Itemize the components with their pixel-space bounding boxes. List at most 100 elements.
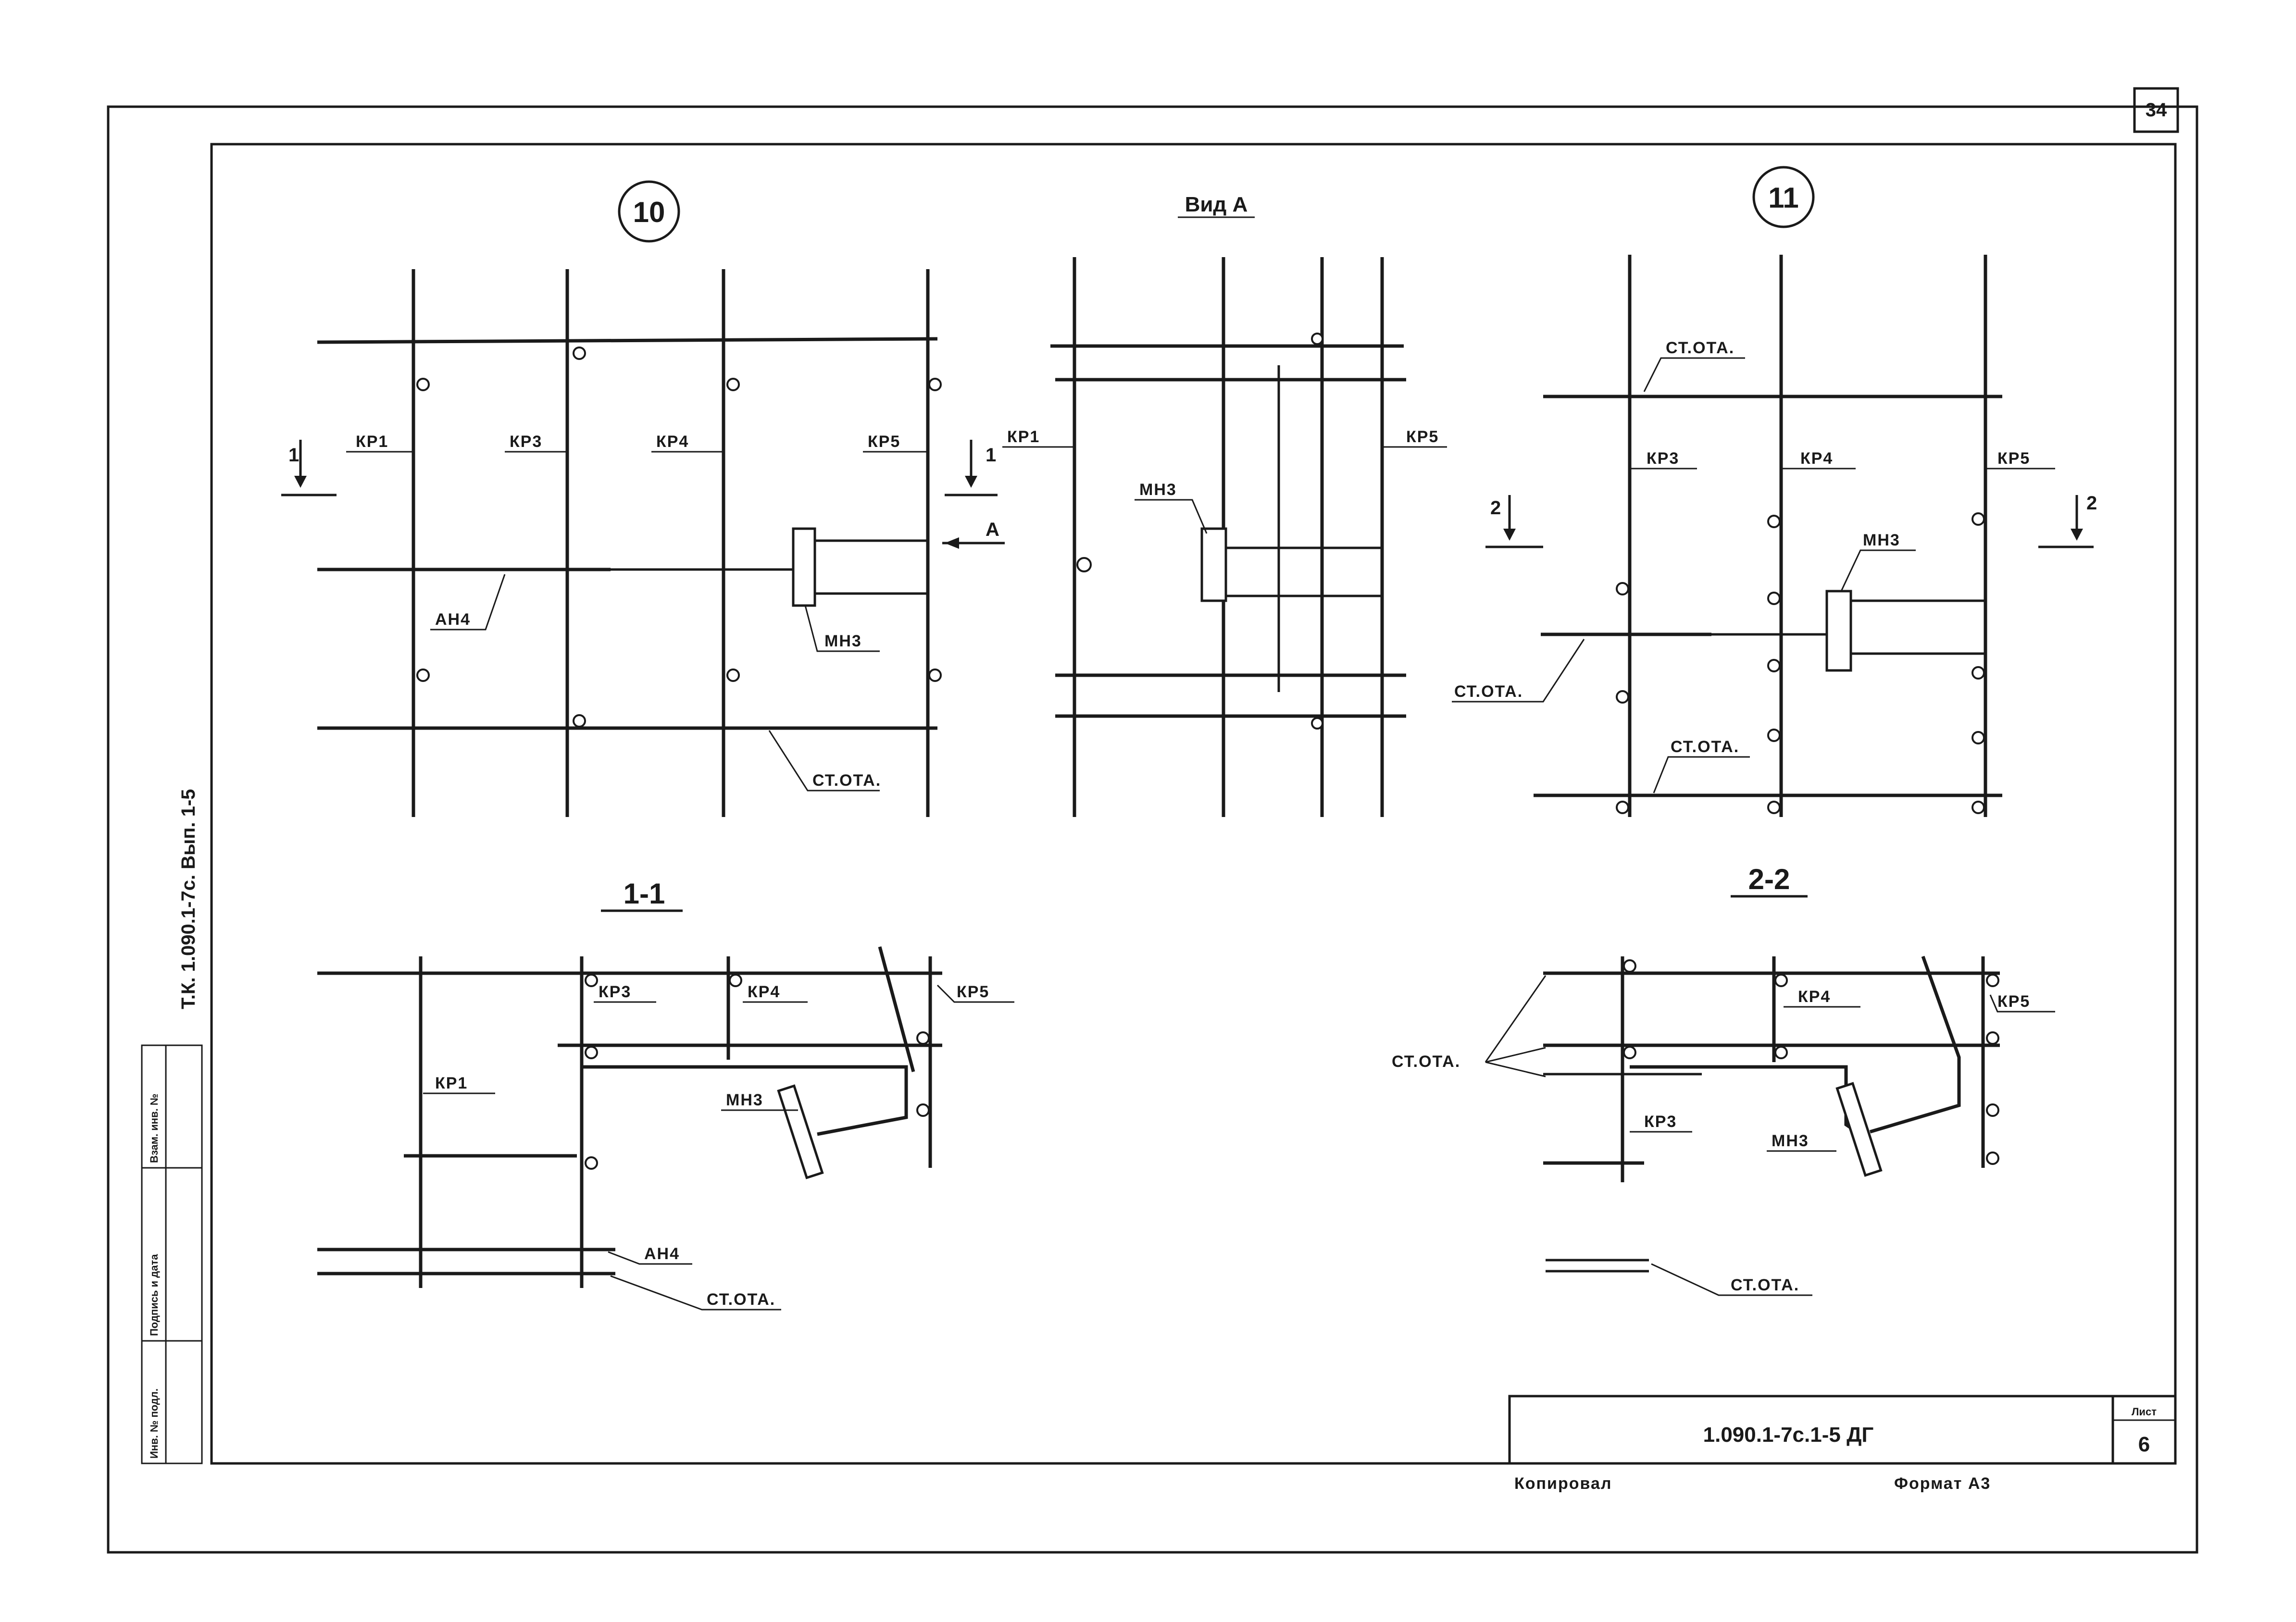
knot (1616, 801, 1629, 814)
knot (1623, 959, 1636, 973)
label-mn3: МН3 (824, 632, 862, 650)
page-number-box (2133, 87, 2179, 133)
knot (585, 974, 598, 987)
label-kr4: КР4 (1800, 449, 1833, 468)
knot (1616, 690, 1629, 704)
node-10-plan: 10 КР1 КР3 КР4 КР5 АН4 МН3 (281, 180, 1005, 817)
stamp-inv: Инв. № подл. (148, 1388, 160, 1459)
section-2-label-kr5: КР5 (1997, 992, 2030, 1011)
knot (1986, 974, 1999, 987)
label-kr5: КР5 (868, 433, 900, 451)
section-1-title: 1-1 (624, 878, 665, 910)
label-st-ota-left: СТ.ОТА. (1454, 682, 1523, 701)
sheet-number: 6 (2138, 1433, 2150, 1456)
view-arrow-a: А (986, 519, 999, 540)
side-title: Т.К. 1.090.1-7с. Вып. 1-5 (178, 789, 199, 1009)
left-stamp-block: Инв. № подл. Подпись и дата Взам. инв. № (141, 1044, 203, 1464)
section-2-label-st-ota: СТ.ОТА. (1392, 1052, 1460, 1071)
knot (1311, 333, 1323, 345)
section-2-label-st-ota-bottom: СТ.ОТА. (1731, 1276, 1799, 1294)
knot (1972, 666, 1985, 680)
label-kr4: КР4 (656, 433, 689, 451)
knot (916, 1031, 930, 1045)
section-1-label-kr5: КР5 (957, 983, 989, 1001)
section-1-1: 1-1 КР3 КР4 КР5 КР1 МН3 АН4 СТ.ОТА. (317, 878, 1014, 1311)
knot (585, 1046, 598, 1059)
embedded-plate-mn3 (1835, 1082, 1883, 1177)
knot (585, 1156, 598, 1170)
knot (1972, 512, 1985, 526)
knot (726, 378, 740, 391)
knot (1767, 729, 1781, 742)
section-2-label-kr4: КР4 (1798, 988, 1831, 1006)
knot (573, 347, 586, 360)
embedded-plate-mn3 (1200, 527, 1227, 602)
section-2-label-mn3: МН3 (1772, 1132, 1809, 1150)
label-an4: АН4 (435, 610, 471, 629)
view-a-label-kr5: КР5 (1406, 428, 1439, 446)
section-2-label-kr3: КР3 (1644, 1113, 1677, 1131)
document-code: 1.090.1-7с.1-5 ДГ (1703, 1423, 1874, 1447)
knot (1767, 659, 1781, 672)
label-st-ota: СТ.ОТА. (812, 771, 881, 790)
node-10-number: 10 (633, 196, 665, 228)
stamp-replacement: Взам. инв. № (148, 1094, 160, 1163)
stamp-signature: Подпись и дата (148, 1254, 160, 1336)
knot (1774, 1046, 1788, 1059)
bar-top (317, 337, 938, 344)
label-kr1: КР1 (356, 433, 388, 451)
view-a-label-kr1: КР1 (1007, 428, 1040, 446)
embedded-plate-mn3 (792, 527, 816, 607)
knot (416, 669, 430, 682)
knot (1076, 557, 1092, 572)
knot (1986, 1103, 1999, 1117)
label-st-ota-bottom: СТ.ОТА. (1671, 738, 1739, 756)
knot (1311, 717, 1323, 730)
section-1-label-kr4: КР4 (748, 983, 780, 1001)
inner-border (210, 143, 2177, 1465)
embedded-plate-mn3 (1825, 590, 1852, 672)
view-a: Вид А КР1 КР5 МН3 (1002, 193, 1447, 817)
knot (1767, 515, 1781, 528)
knot (1986, 1151, 1999, 1165)
knot (1623, 1046, 1636, 1059)
cut-1-right: 1 (986, 445, 996, 466)
label-kr3: КР3 (1647, 449, 1679, 468)
knot (726, 669, 740, 682)
node-11-marker (1752, 166, 1815, 228)
node-11-number: 11 (1768, 182, 1798, 214)
knot (1767, 592, 1781, 605)
section-2-2: 2-2 КР4 КР5 СТ.ОТА. КР3 МН3 СТ. (1392, 863, 2055, 1296)
outer-border (107, 105, 2198, 1554)
cut-2-right: 2 (2086, 493, 2097, 514)
section-1-label-st-ota: СТ.ОТА. (707, 1290, 775, 1309)
title-block: 1.090.1-7с.1-5 ДГ Лист 6 Копировал Форма… (1508, 1395, 2177, 1493)
copied-label: Копировал (1514, 1474, 1612, 1493)
knot (1972, 801, 1985, 814)
embedded-plate-mn3-bent (582, 1065, 908, 1136)
section-1-label-mn3: МН3 (726, 1091, 763, 1109)
knot (1616, 582, 1629, 595)
knot (573, 714, 586, 728)
knot (928, 669, 942, 682)
view-a-title: Вид А (1185, 193, 1248, 216)
knot (916, 1103, 930, 1117)
knot (928, 378, 942, 391)
node-10-marker (618, 180, 680, 243)
section-2-title: 2-2 (1748, 863, 1790, 895)
label-st-ota-top: СТ.ОТА. (1666, 339, 1734, 357)
page-number: 34 (2146, 99, 2167, 121)
section-1-label-kr3: КР3 (599, 983, 631, 1001)
view-a-label-mn3: МН3 (1139, 481, 1177, 499)
label-kr3: КР3 (510, 433, 542, 451)
knot (1972, 731, 1985, 744)
section-1-label-kr1: КР1 (435, 1074, 468, 1092)
knot (729, 974, 742, 987)
cut-2-left: 2 (1490, 497, 1501, 519)
cut-1-left: 1 (288, 445, 299, 466)
sheet-label: Лист (2132, 1406, 2157, 1418)
label-mn3: МН3 (1863, 531, 1900, 549)
label-kr5: КР5 (1997, 449, 2030, 468)
section-1-label-an4: АН4 (644, 1245, 680, 1263)
